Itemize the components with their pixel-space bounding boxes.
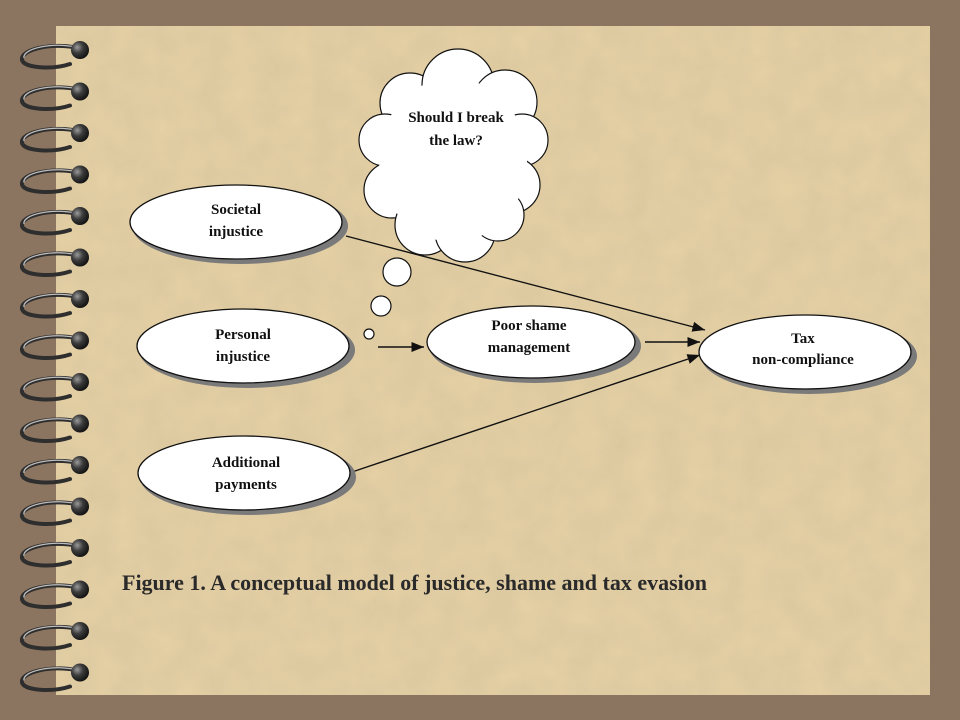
figure-caption: Figure 1. A conceptual model of justice,…	[122, 570, 707, 595]
binding-ring	[20, 124, 89, 153]
binding-ring	[20, 539, 89, 568]
spiral-binding	[20, 41, 89, 692]
binding-ring	[20, 663, 89, 692]
binding-ring	[20, 165, 89, 194]
node-tax-line1: Tax	[791, 331, 815, 347]
thought-bubble-medium	[370, 295, 392, 317]
binding-ring	[20, 331, 89, 360]
node-additional-line1: Additional	[212, 455, 280, 471]
thought-bubble-small	[363, 328, 375, 340]
node-additional-line2: payments	[215, 477, 277, 493]
binding-ring	[20, 497, 89, 526]
binding-ring	[20, 41, 89, 70]
binding-ring	[20, 82, 89, 111]
binding-ring	[20, 290, 89, 319]
binding-ring	[20, 207, 89, 236]
thought-cloud: Should I break the law?	[358, 48, 549, 340]
binding-ring	[20, 414, 89, 443]
node-shame-line2: management	[488, 340, 571, 356]
binding-ring	[20, 373, 89, 402]
thought-text-line2: the law?	[429, 133, 483, 149]
node-societal-injustice: Societal injustice	[129, 184, 348, 264]
node-personal-line2: injustice	[216, 349, 271, 365]
binding-ring	[20, 580, 89, 609]
node-personal-injustice: Personal injustice	[136, 308, 355, 388]
thought-bubble-large	[382, 257, 412, 287]
binding-ring	[20, 248, 89, 277]
node-societal-line1: Societal	[211, 202, 261, 218]
arrow-societal-to-tax	[345, 235, 706, 332]
arrow-additional-to-tax	[351, 354, 701, 473]
binding-ring	[20, 456, 89, 485]
node-poor-shame-management: Poor shame management	[426, 305, 641, 383]
node-societal-line2: injustice	[209, 224, 264, 240]
node-tax-line2: non-compliance	[752, 352, 854, 368]
node-tax-non-compliance: Tax non-compliance	[698, 314, 917, 394]
connectors	[345, 235, 706, 473]
node-additional-payments: Additional payments	[137, 435, 356, 515]
thought-text-line1: Should I break	[408, 110, 504, 126]
node-personal-line1: Personal	[215, 327, 271, 343]
binding-ring	[20, 622, 89, 651]
node-shame-line1: Poor shame	[491, 318, 566, 334]
